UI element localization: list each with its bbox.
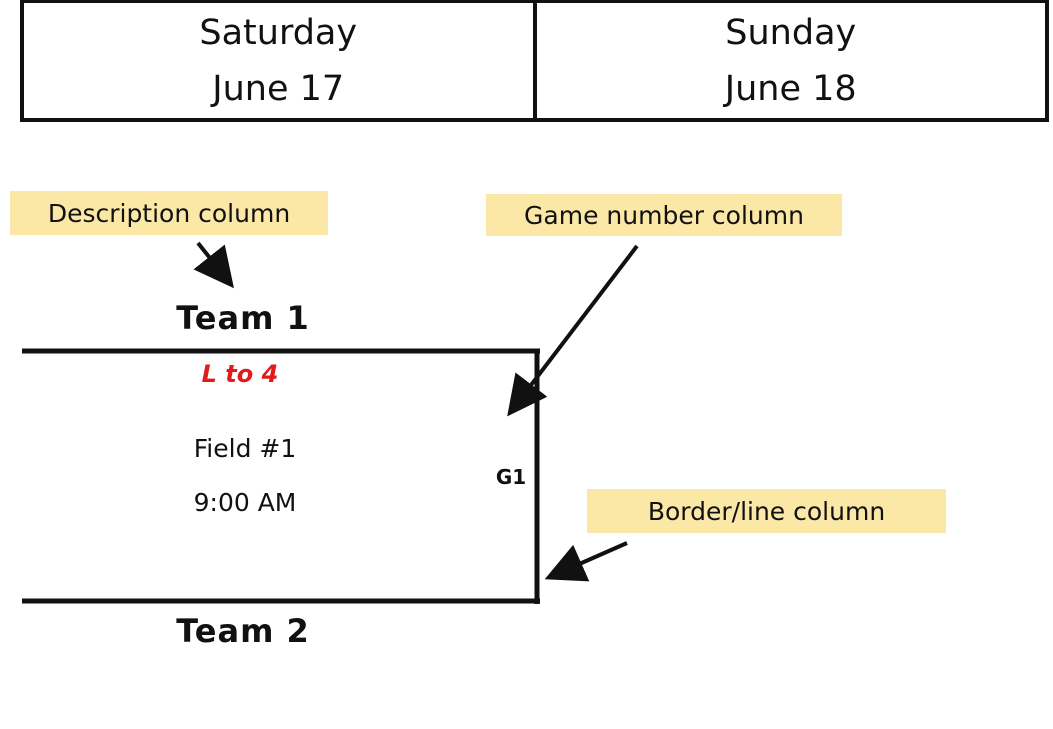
day-name: Sunday [725,12,857,53]
arrow-border-line [544,541,628,582]
callout-description-column: Description column [10,191,328,235]
callout-game-number-column: Game number column [486,194,842,236]
team-2-label: Team 2 [176,612,310,650]
date-header: Saturday June 17 Sunday June 18 [20,0,1049,122]
day-name: Saturday [199,12,358,53]
team-1-label: Team 1 [176,299,310,337]
callout-border-line-column: Border/line column [587,489,946,533]
day-date: June 18 [724,68,857,109]
arrow-game-number [507,244,639,417]
arrow-description [193,241,234,289]
date-cell-sunday: Sunday June 18 [532,3,1046,118]
game-time: 9:00 AM [193,488,297,517]
date-cell-saturday: Saturday June 17 [24,3,533,118]
field-label: Field #1 [193,434,297,463]
day-date: June 17 [212,68,345,109]
loser-note: L to 4 [201,360,279,388]
game-number-label: G1 [495,465,527,489]
